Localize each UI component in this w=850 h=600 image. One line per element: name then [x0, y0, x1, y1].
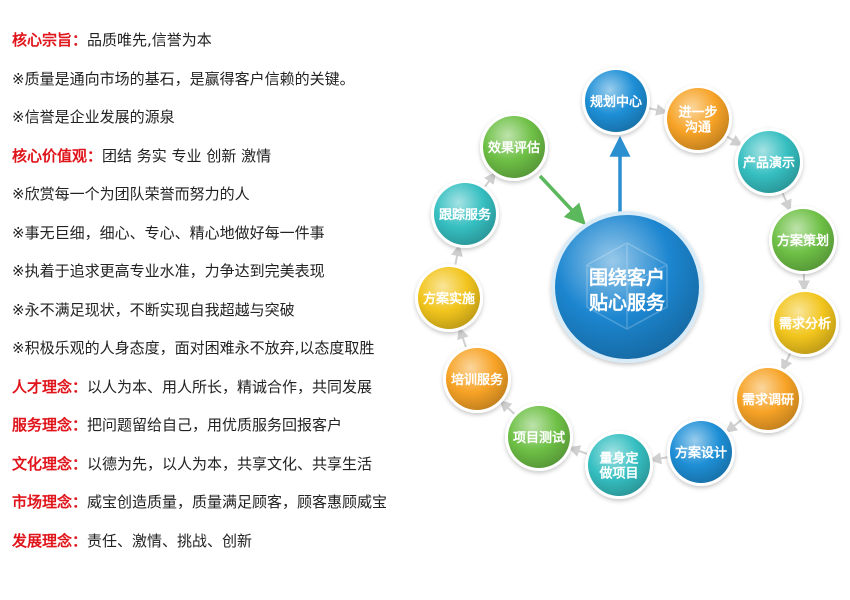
philosophy-line: ※积极乐观的人身态度，面对困难永不放弃,以态度取胜 — [12, 336, 432, 375]
cycle-connector-arrow — [499, 399, 516, 416]
cycle-connector-arrow — [649, 452, 669, 465]
philosophy-line: 发展理念：责任、激情、挑战、创新 — [12, 529, 432, 568]
philosophy-line-text: 以人为本、用人所长，精诚合作，共同发展 — [87, 377, 373, 396]
cycle-connector-arrow — [781, 352, 793, 372]
cycle-connector-arrow — [483, 171, 496, 188]
cycle-node-label: 方案设计 — [675, 445, 727, 461]
philosophy-line-text: ※欣赏每一个为团队荣誉而努力的人 — [12, 185, 250, 203]
philosophy-line-text: ※执着于追求更高专业水准，力争达到完美表现 — [12, 262, 325, 280]
cycle-node: 产品演示 — [735, 128, 803, 196]
cycle-node-label: 进一步 — [678, 105, 717, 121]
philosophy-line-text: 威宝创造质量，质量满足顾客，顾客惠顾威宝 — [87, 493, 388, 511]
philosophy-line-label: 发展理念： — [12, 531, 88, 550]
philosophy-line: 人才理念：以人为本、用人所长，精诚合作，共同发展 — [12, 375, 432, 414]
cycle-node: 需求分析 — [771, 289, 839, 357]
cycle-node-label: 效果评估 — [488, 140, 540, 156]
philosophy-line: 文化理念：以德为先，以人为本，共享文化、共享生活 — [12, 452, 432, 491]
philosophy-line-label: 核心宗旨： — [12, 31, 88, 49]
center-hub-label: 围绕客户 — [589, 266, 665, 289]
cycle-node-label: 沟通 — [685, 120, 711, 136]
cycle-connector-arrow — [457, 326, 469, 349]
philosophy-line: 服务理念：把问题留给自己，用优质服务回报客户 — [12, 413, 432, 452]
cycle-node-label: 规划中心 — [590, 94, 642, 110]
cycle-node-label: 方案实施 — [423, 291, 475, 307]
cycle-node-label: 跟踪服务 — [439, 207, 492, 223]
cycle-node: 效果评估 — [480, 113, 548, 181]
cycle-node-label: 需求调研 — [742, 392, 794, 408]
philosophy-line-text: ※信誉是企业发展的源泉 — [12, 108, 175, 126]
philosophy-line: 市场理念：威宝创造质量，质量满足顾客，顾客惠顾威宝 — [12, 490, 432, 529]
cycle-node-label: 产品演示 — [743, 155, 795, 171]
cycle-node: 规划中心 — [582, 67, 650, 135]
philosophy-line-text: 品质唯先,信誉为本 — [87, 31, 212, 49]
philosophy-line: ※事无巨细，细心、专心、精心地做好每一件事 — [12, 221, 432, 260]
cycle-connector-arrow — [725, 134, 743, 147]
philosophy-line-label: 人才理念： — [12, 377, 88, 396]
philosophy-line: ※执着于追求更高专业水准，力争达到完美表现 — [12, 259, 432, 298]
cycle-connector-arrow — [451, 244, 463, 266]
philosophy-line-text: ※永不满足现状，不断实现自我超越与突破 — [12, 300, 295, 319]
cycle-connector-arrow — [780, 191, 792, 212]
philosophy-line-text: ※质量是通向市场的基石，是赢得客户信赖的关键。 — [12, 69, 355, 88]
cycle-node-label: 培训服务 — [451, 372, 504, 388]
cycle-node: 需求调研 — [734, 365, 802, 433]
cycle-node: 方案设计 — [667, 418, 735, 486]
cycle-node-label: 量身定 — [599, 451, 638, 467]
philosophy-line-label: 文化理念： — [12, 454, 88, 473]
philosophy-line: 核心价值观：团结 务实 专业 创新 激情 — [12, 144, 432, 183]
philosophy-line: ※信誉是企业发展的源泉 — [12, 105, 432, 144]
cycle-node: 项目测试 — [505, 403, 573, 471]
philosophy-line: ※质量是通向市场的基石，是赢得客户信赖的关键。 — [12, 67, 432, 106]
philosophy-line-text: 把问题留给自己，用优质服务回报客户 — [87, 416, 343, 434]
philosophy-line-text: 团结 务实 专业 创新 激情 — [102, 146, 272, 165]
cycle-connector-arrow — [648, 104, 669, 116]
cycle-node-label: 方案策划 — [777, 233, 829, 249]
cycle-node-label: 需求分析 — [779, 316, 831, 332]
cycle-node: 方案实施 — [415, 264, 483, 332]
philosophy-text-panel: 核心宗旨：品质唯先,信誉为本 ※质量是通向市场的基石，是赢得客户信赖的关键。 ※信誉… — [12, 28, 432, 567]
arrow-to-center — [538, 174, 586, 226]
center-hub-label: 贴心服务 — [589, 291, 666, 314]
cycle-connector-arrow — [567, 445, 589, 457]
philosophy-line-text: 以德为先，以人为本，共享文化、共享生活 — [87, 454, 373, 473]
philosophy-line-label: 核心价值观： — [12, 146, 103, 165]
cycle-node: 培训服务 — [443, 345, 511, 413]
philosophy-line-label: 服务理念： — [12, 416, 88, 434]
cycle-node-label: 做项目 — [598, 466, 638, 482]
philosophy-line: 核心宗旨：品质唯先,信誉为本 — [12, 28, 432, 67]
philosophy-line-text: ※事无巨细，细心、专心、精心地做好每一件事 — [12, 223, 325, 242]
cycle-node: 跟踪服务 — [431, 180, 499, 248]
philosophy-line-text: ※积极乐观的人身态度，面对困难永不放弃,以态度取胜 — [12, 339, 375, 357]
cycle-connector-arrow — [724, 418, 743, 434]
philosophy-line-label: 市场理念： — [12, 493, 88, 511]
philosophy-line: ※永不满足现状，不断实现自我超越与突破 — [12, 298, 432, 337]
philosophy-line-text: 责任、激情、挑战、创新 — [87, 531, 253, 550]
philosophy-line: ※欣赏每一个为团队荣誉而努力的人 — [12, 182, 432, 221]
cycle-node-label: 项目测试 — [513, 430, 565, 446]
cycle-node: 方案策划 — [769, 206, 837, 274]
